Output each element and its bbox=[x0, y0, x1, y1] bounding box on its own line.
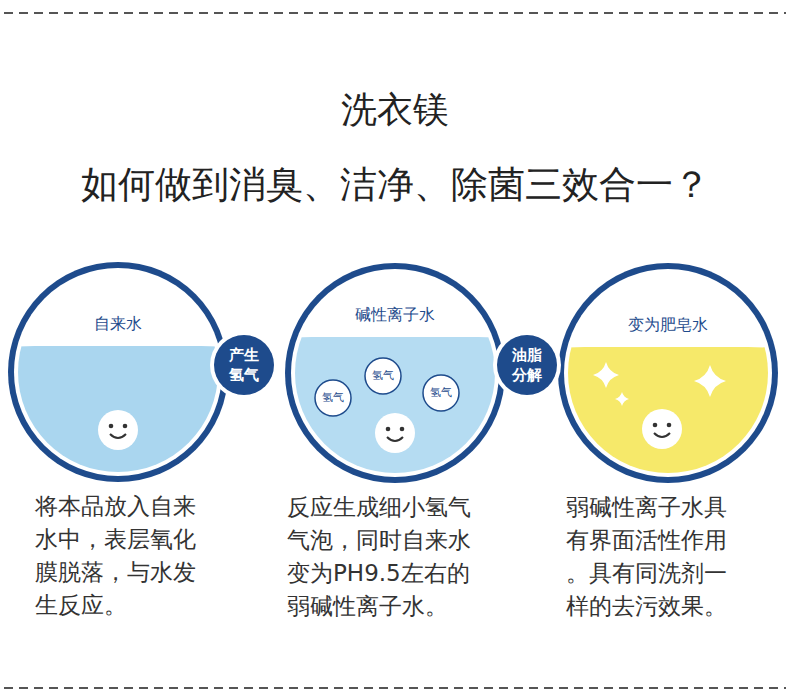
description-text: 反应生成细小氢气 气泡，同时自来水 变为PH9.5左右的 弱碱性离子水。 bbox=[287, 491, 480, 623]
bubble-outline bbox=[365, 358, 401, 394]
dashed-rule bbox=[4, 12, 786, 14]
node-outline bbox=[558, 263, 778, 483]
smiley-face bbox=[98, 410, 138, 450]
water-surface bbox=[8, 344, 228, 347]
connector-text: 油脂 分解 bbox=[493, 345, 561, 385]
node-outline bbox=[493, 331, 561, 399]
description-text: 将本品放入自来 水中，表层氧化 膜脱落，与水发 生反应。 bbox=[35, 490, 203, 622]
white-rim bbox=[493, 331, 561, 399]
circle-label: 碱性离子水 bbox=[285, 305, 505, 326]
hydrogen-bubble: 氢气 bbox=[422, 374, 460, 412]
water-group bbox=[558, 263, 778, 567]
smiley-mouth bbox=[387, 437, 403, 441]
navy-disc bbox=[497, 335, 557, 395]
smiley-face bbox=[375, 413, 415, 453]
water-circle: 自来水将本品放入自来 水中，表层氧化 膜脱落，与水发 生反应。 bbox=[8, 262, 228, 482]
water bbox=[285, 337, 505, 557]
bubble-outline bbox=[423, 375, 459, 411]
circle-label: 自来水 bbox=[8, 314, 228, 335]
bubble-label: 氢气 bbox=[422, 386, 460, 400]
smiley-face bbox=[642, 409, 682, 449]
navy-disc bbox=[214, 335, 274, 395]
smiley-eye bbox=[109, 424, 114, 429]
smiley-eye bbox=[667, 423, 672, 428]
connector-text: 产生 氢气 bbox=[210, 345, 278, 385]
water-surface bbox=[285, 335, 505, 338]
subtitle: 如何做到消臭、洁净、除菌三效合一？ bbox=[0, 160, 790, 210]
water-surface bbox=[558, 345, 778, 348]
description-text: 弱碱性离子水具 有界面活性作用 。具有同洗剂一 样的去污效果。 bbox=[566, 491, 734, 623]
water-circle: 变为肥皂水弱碱性离子水具 有界面活性作用 。具有同洗剂一 样的去污效果。 bbox=[558, 263, 778, 483]
step-connector-circle: 油脂 分解 bbox=[493, 331, 561, 399]
smiley-mouth bbox=[110, 434, 126, 438]
water-group bbox=[8, 262, 228, 566]
node-outline bbox=[8, 262, 228, 482]
white-rim bbox=[210, 331, 278, 399]
sparkle bbox=[593, 362, 619, 388]
page-title: 洗衣镁 bbox=[0, 86, 790, 135]
sparkle bbox=[615, 392, 629, 406]
smiley-mouth bbox=[654, 433, 670, 437]
smiley-eye bbox=[400, 427, 405, 432]
bubble-label: 氢气 bbox=[364, 369, 402, 383]
circle-label: 变为肥皂水 bbox=[558, 315, 778, 336]
sparkle bbox=[694, 365, 726, 397]
bubble-label: 氢气 bbox=[314, 391, 352, 405]
hydrogen-bubble: 氢气 bbox=[314, 379, 352, 417]
smiley-eye bbox=[123, 424, 128, 429]
step-connector-circle: 产生 氢气 bbox=[210, 331, 278, 399]
bubble-outline bbox=[315, 380, 351, 416]
dashed-rule bbox=[4, 687, 786, 689]
hydrogen-bubble: 氢气 bbox=[364, 357, 402, 395]
water-circle: 碱性离子水反应生成细小氢气 气泡，同时自来水 变为PH9.5左右的 弱碱性离子水… bbox=[285, 263, 505, 483]
node-outline bbox=[210, 331, 278, 399]
smiley-eye bbox=[653, 423, 658, 428]
smiley-eye bbox=[386, 427, 391, 432]
